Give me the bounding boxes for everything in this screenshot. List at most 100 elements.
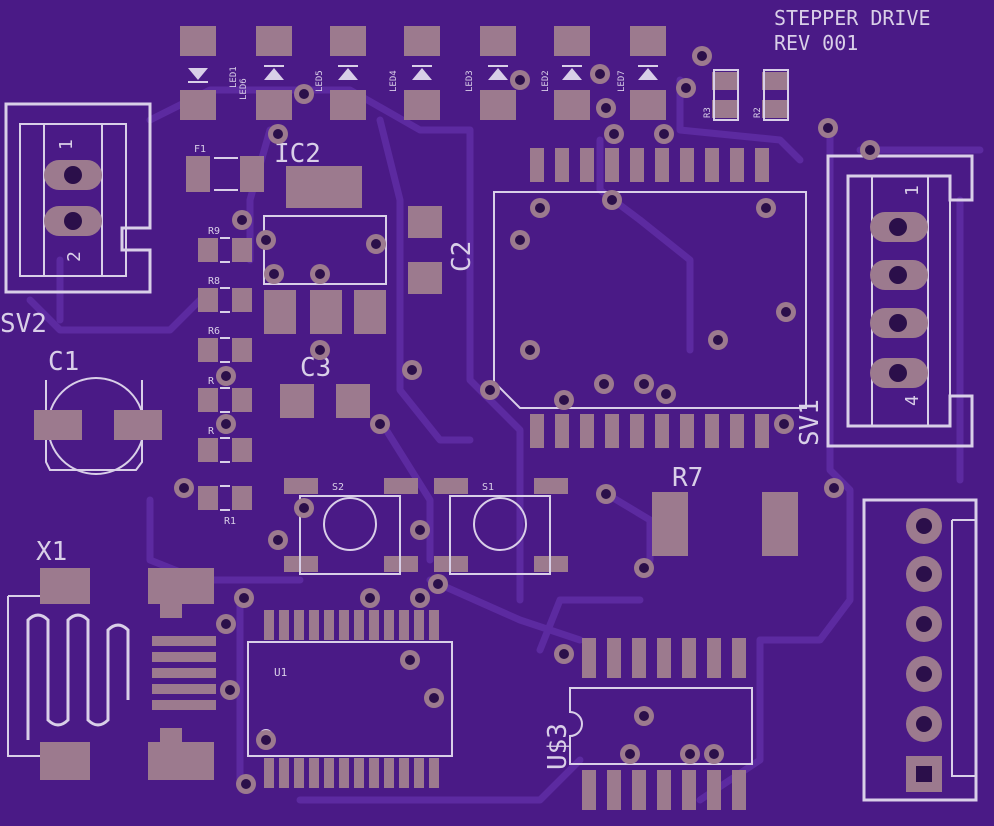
via-drill-53 <box>639 711 649 721</box>
via-drill-39 <box>299 503 309 513</box>
f1-label: F1 <box>194 144 206 155</box>
via-drill-38 <box>639 563 649 573</box>
led-1: LED1 <box>180 26 239 120</box>
r9-label: R9 <box>208 226 220 237</box>
via-drill-25 <box>515 235 525 245</box>
via-drill-18 <box>659 129 669 139</box>
resistor-r5: R <box>198 376 252 413</box>
via-drill-21 <box>823 123 833 133</box>
s1-label: S1 <box>482 482 494 493</box>
sv1-pin1-label: 1 <box>902 185 923 196</box>
led-row: LED1 LED6 LED5 LED4 LED3 <box>180 26 666 120</box>
via-drill-55 <box>685 749 695 759</box>
s2-label: S2 <box>332 482 344 493</box>
via-drill-12 <box>221 419 231 429</box>
fuse-f1: F1 <box>186 144 264 192</box>
via-drill-31 <box>559 395 569 405</box>
us3-bottom-pins <box>582 770 746 810</box>
u1-top-pins <box>264 610 439 640</box>
capacitor-c1: C1 <box>34 347 162 475</box>
connector-sv2: 1 2 SV2 <box>0 102 152 339</box>
via-drill-2 <box>273 129 283 139</box>
via-drill-23 <box>535 203 545 213</box>
led-6: LED6 <box>239 26 292 120</box>
led-4: LED4 <box>389 26 440 120</box>
via-drill-17 <box>609 129 619 139</box>
via-drill-8 <box>315 345 325 355</box>
resistor-r1: R1 <box>198 485 252 527</box>
via-drill-37 <box>601 489 611 499</box>
resistor-r7: R7 <box>652 463 798 556</box>
resistor-r3: R3 <box>703 69 739 121</box>
via-drill-47 <box>225 685 235 695</box>
via-drill-44 <box>365 593 375 603</box>
via-drill-30 <box>485 385 495 395</box>
connector-sv1: 1 4 SV1 <box>795 154 974 448</box>
r1-label: R1 <box>224 516 236 527</box>
via-drill-45 <box>239 593 249 603</box>
sv2-label: SV2 <box>0 309 47 339</box>
c2-label: C2 <box>447 241 477 272</box>
via-drill-27 <box>781 307 791 317</box>
c1-label: C1 <box>48 347 79 377</box>
r6-label: R6 <box>208 326 220 337</box>
ic-main-top-pins <box>530 148 769 182</box>
vias <box>174 46 880 794</box>
copper-traces <box>26 76 984 804</box>
r7-label: R7 <box>672 463 703 493</box>
led-2-label: LED2 <box>541 70 551 92</box>
resistor-r4: R <box>198 426 252 463</box>
via-drill-20 <box>697 51 707 61</box>
led-4-label: LED4 <box>389 70 399 92</box>
via-drill-51 <box>241 779 251 789</box>
via-drill-4 <box>261 235 271 245</box>
ic-us3: U$3 <box>543 638 753 810</box>
via-drill-40 <box>273 535 283 545</box>
board-title: STEPPER DRIVE <box>774 6 931 30</box>
via-drill-41 <box>415 525 425 535</box>
via-drill-34 <box>661 389 671 399</box>
via-drill-26 <box>761 203 771 213</box>
led-1-label: LED1 <box>229 66 239 88</box>
via-drill-16 <box>601 103 611 113</box>
terminal-block <box>862 498 978 802</box>
via-drill-49 <box>429 693 439 703</box>
via-drill-9 <box>407 365 417 375</box>
via-drill-36 <box>829 483 839 493</box>
sv1-label: SV1 <box>795 399 825 446</box>
via-drill-5 <box>269 269 279 279</box>
u1-label: U1 <box>274 666 287 679</box>
via-drill-43 <box>415 593 425 603</box>
resistor-r9: R9 <box>198 226 252 263</box>
via-drill-22 <box>865 145 875 155</box>
r5-label: R <box>208 376 215 387</box>
ic-u1: U1 <box>247 610 453 788</box>
r4-label: R <box>208 426 215 437</box>
led-3-label: LED3 <box>465 70 475 92</box>
usb-x1: X1 <box>7 537 216 780</box>
capacitor-c3: C3 <box>280 353 370 418</box>
ic-main <box>493 148 807 448</box>
x1-label: X1 <box>36 537 67 567</box>
sv2-pin1-label: 1 <box>56 139 77 150</box>
via-drill-33 <box>639 379 649 389</box>
resistor-r8: R8 <box>198 276 252 313</box>
via-drill-50 <box>261 735 271 745</box>
led-7: LED7 <box>617 26 666 120</box>
r8-label: R8 <box>208 276 220 287</box>
via-drill-14 <box>515 75 525 85</box>
via-drill-29 <box>525 345 535 355</box>
led-2: LED2 <box>541 26 590 120</box>
led-7-label: LED7 <box>617 70 627 92</box>
led-3: LED3 <box>465 26 516 120</box>
r2-label: R2 <box>753 107 763 118</box>
via-drill-56 <box>709 749 719 759</box>
via-drill-3 <box>237 215 247 225</box>
via-drill-13 <box>179 483 189 493</box>
r3-label: R3 <box>703 107 713 118</box>
via-drill-54 <box>625 749 635 759</box>
via-drill-24 <box>607 195 617 205</box>
us3-label: U$3 <box>543 723 573 770</box>
switch-s2: S2 <box>284 478 418 575</box>
